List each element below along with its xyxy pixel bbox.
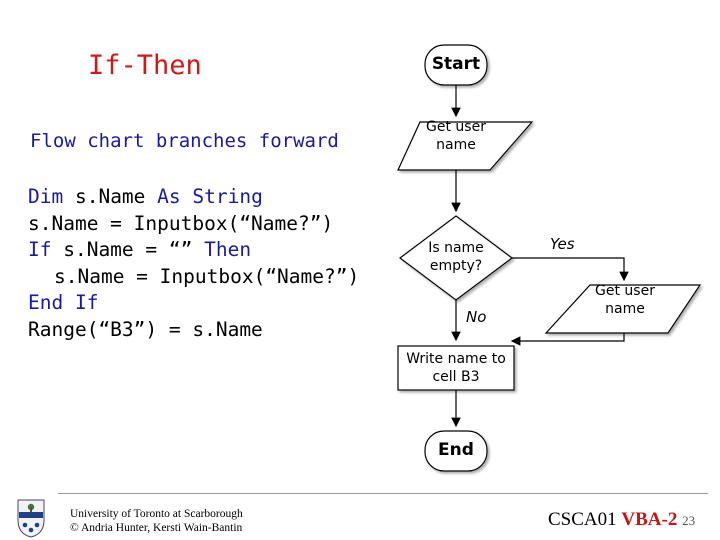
code-keyword-if: If [28,238,52,261]
code-line-1: Dim s.Name As String [28,184,359,211]
footer-institution-line1: University of Toronto at Scarborough [70,508,243,520]
university-crest-icon [17,499,45,538]
footer-institution: University of Toronto at Scarborough © A… [70,508,243,535]
input1-label: Get user name [426,119,486,153]
input2-label: Get user name [595,283,655,317]
input-get-user-name-2 [544,284,702,334]
input-get-user-name-1 [397,121,534,171]
code-line-2: s.Name = Inputbox(“Name?”) [28,211,334,235]
page-number: 23 [682,513,696,528]
footer-institution-line2: © Andria Hunter, Kersti Wain-Bantin [70,521,243,534]
code-line-6: Range(“B3”) = s.Name [28,317,263,341]
slide-subtitle: Flow chart branches forward [30,130,339,152]
footer-course-code: CSCA01 [548,509,617,530]
code-block: Dim s.Name As String s.Name = Inputbox(“… [28,184,359,343]
code-keyword-dim: Dim [28,185,64,208]
code-keyword-as-string: As String [157,185,263,208]
yes-label: Yes [550,235,575,253]
footer-divider [58,493,708,494]
end-label: End [438,440,474,460]
footer-course: CSCA01 VBA-2 23 [548,509,695,531]
process-write-name [397,345,515,391]
end-terminal [424,430,488,472]
code-condition: s.Name = “” [51,238,205,261]
arrow-yes-branch [512,257,629,282]
arrow-yes-merge [510,333,625,346]
decision-label: Is name empty? [428,240,484,274]
footer-unit: VBA-2 [621,509,678,530]
slide-title: If-Then [88,50,202,81]
code-line-4: s.Name = Inputbox(“Name?”) [54,264,360,288]
start-label: Start [431,54,481,74]
code-line-3: If s.Name = “” Then [28,237,359,264]
code-keyword-then: Then [204,238,252,261]
process-label: Write name to cell B3 [406,351,506,385]
code-var: s.Name [63,185,158,208]
code-line-5: End If [28,291,99,314]
no-label: No [466,308,487,326]
